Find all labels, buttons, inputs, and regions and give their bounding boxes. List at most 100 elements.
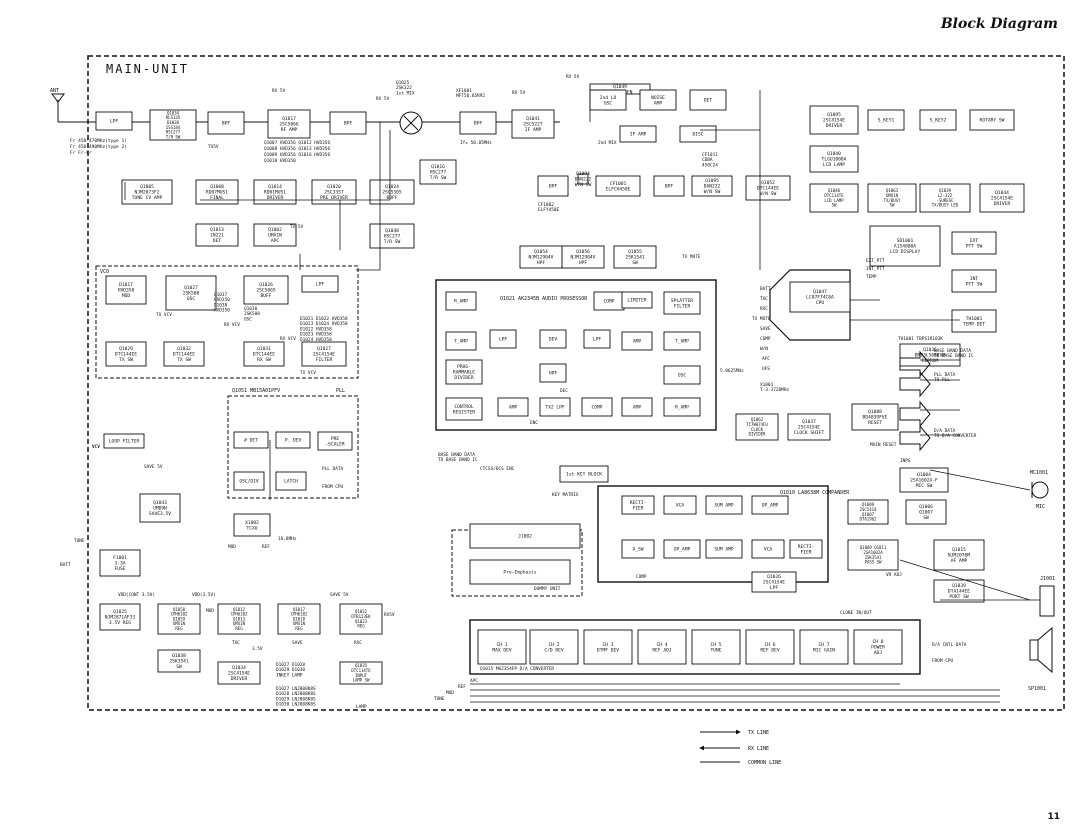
block-label: REG (175, 626, 183, 631)
block-label: DTC114TE (824, 193, 844, 198)
block-label: LCD LAMP (824, 198, 844, 203)
legend: TX LINE RX LINE COMMON LINE (699, 729, 781, 766)
label-comp3: COMP (760, 336, 771, 342)
block-tamp: T_AMP (445, 331, 477, 351)
block-label: UMX1N (233, 621, 246, 626)
speaker-icon (1029, 626, 1053, 674)
label-tx_mute: TX MUTE (682, 254, 701, 260)
block-label: A_SW (632, 547, 643, 553)
label-wn: W/N (760, 346, 768, 352)
block-label: PASS SW (865, 560, 882, 565)
block-label: 1SS184 (166, 125, 181, 130)
block-label: DTMF DEV (597, 647, 619, 653)
block-label: BUFF (260, 293, 271, 299)
block-label: IF AMP (630, 132, 647, 138)
block-label: MIC GAIN (813, 647, 835, 653)
block-label: TUNE CV AMP (132, 195, 163, 201)
label-comp: COMP (636, 574, 647, 580)
block-label: SAVE3.5V (149, 511, 171, 517)
block-label: Q1013 (210, 227, 224, 233)
block-label: TX SW (119, 357, 133, 363)
block-label: Q1054 (534, 249, 548, 255)
label-mhz168: 16.8MHz (278, 536, 297, 542)
block-label: 2nd LO (600, 95, 617, 101)
block-label: J1002 (518, 534, 532, 540)
label-rx35: 3.5V (252, 646, 263, 652)
block-label: CLOCK (751, 427, 764, 432)
block-opB: OP_AMP (663, 539, 701, 559)
block-label: Q1008 (210, 184, 224, 190)
block-label: Q1035 (355, 663, 368, 668)
block-phdet: # DET (233, 431, 269, 449)
block-comp: COMP (593, 291, 625, 311)
block-label: PRE (331, 436, 340, 442)
label-q1010: Q1010 HVD350 (264, 158, 296, 164)
block-amp_a: AMP (497, 397, 529, 417)
block-label: Q1004 (917, 472, 931, 478)
block-label: HSC277 (166, 130, 181, 135)
block-sumB: SUM AMP (705, 539, 743, 559)
block-skey2: S_KEY2 (919, 109, 957, 131)
block-label: Q1015 (952, 547, 966, 553)
da-converter-frame (469, 619, 921, 675)
block-label: CH 1 (496, 642, 507, 648)
label-vdd: VDD(CONT 3.5V) (118, 592, 155, 598)
label-key_matrix: KEY MATRIX (552, 492, 579, 498)
block-label: Q1009 Q1011 (860, 545, 887, 550)
block-label: RX SW (257, 357, 271, 363)
label-enc: ENC (530, 420, 538, 426)
page-title: Block Diagram (940, 16, 1058, 32)
block-label: TH1001 (966, 316, 983, 322)
block-label: HSC277 (430, 170, 447, 176)
block-label: FIER (800, 549, 811, 555)
block-label: 1N221 (210, 233, 224, 239)
block-label: Q1055 (628, 249, 642, 255)
block-label: DET (704, 98, 713, 104)
block-label: SUM AMP (714, 547, 734, 553)
block-rotary: ROTARY SW (969, 109, 1015, 131)
block-label: BR93L56RFVM (915, 353, 946, 359)
block-label: CONTROL (454, 404, 474, 410)
block-label: 2SC5305 (382, 190, 402, 196)
block-label: AMP (633, 339, 642, 345)
block-sumA: SUM AMP (705, 495, 743, 515)
block-label: Q1095 (827, 112, 841, 118)
block-lpf_a: LPF (489, 329, 517, 349)
block-label: COMP (591, 405, 602, 411)
pll-frame (227, 395, 359, 499)
page-number: 11 (1047, 812, 1060, 822)
block-label: VCA (676, 503, 685, 509)
label-th_temp: TH1001 TBPS1R103K (898, 336, 943, 342)
label-temp: TEMP (866, 274, 877, 280)
block-label: CF1001 (610, 181, 627, 187)
label-rx_vcv2: RX VCV (280, 336, 296, 342)
block-label: 2SC3357 (324, 190, 344, 196)
block-label: TLGU1008A (822, 157, 847, 163)
block-label: T_AMP (675, 339, 689, 345)
block-label: TEMP DET (963, 321, 985, 327)
